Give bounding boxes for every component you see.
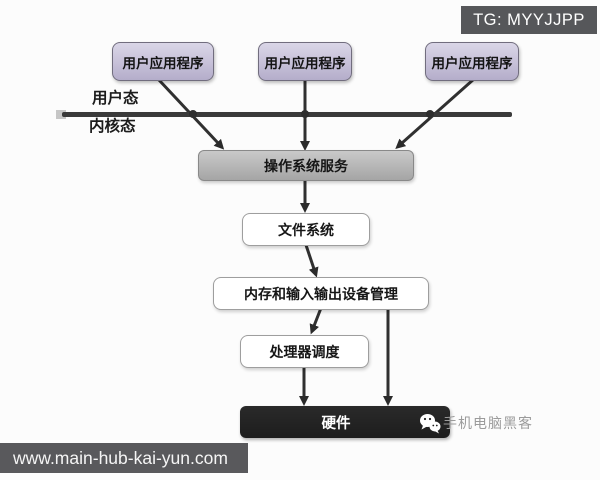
- line-junction-dot: [301, 110, 309, 118]
- user-mode-label: 用户态: [92, 90, 139, 107]
- watermark-text: 手机电脑黑客: [443, 415, 533, 431]
- user-app-box-1: 用户应用程序: [112, 42, 214, 81]
- scheduler-box: 处理器调度: [240, 335, 369, 368]
- user-kernel-boundary-line: [62, 112, 512, 117]
- boundary-line-endcap: [56, 110, 66, 119]
- line-junction-dot: [426, 110, 434, 118]
- wechat-icon: [420, 414, 441, 434]
- url-bar: www.main-hub-kai-yun.com: [0, 443, 248, 473]
- memory-io-box: 内存和输入输出设备管理: [213, 277, 429, 310]
- user-app-box-3: 用户应用程序: [425, 42, 519, 81]
- file-system-box: 文件系统: [242, 213, 370, 246]
- telegram-badge: TG: MYYJJPP: [461, 6, 597, 34]
- hardware-label: 硬件: [321, 415, 351, 432]
- os-services-box: 操作系统服务: [198, 150, 414, 181]
- hardware-box: 硬件: [240, 406, 450, 438]
- user-app-box-2: 用户应用程序: [258, 42, 352, 81]
- line-junction-dot: [189, 110, 197, 118]
- kernel-mode-label: 内核态: [89, 118, 136, 135]
